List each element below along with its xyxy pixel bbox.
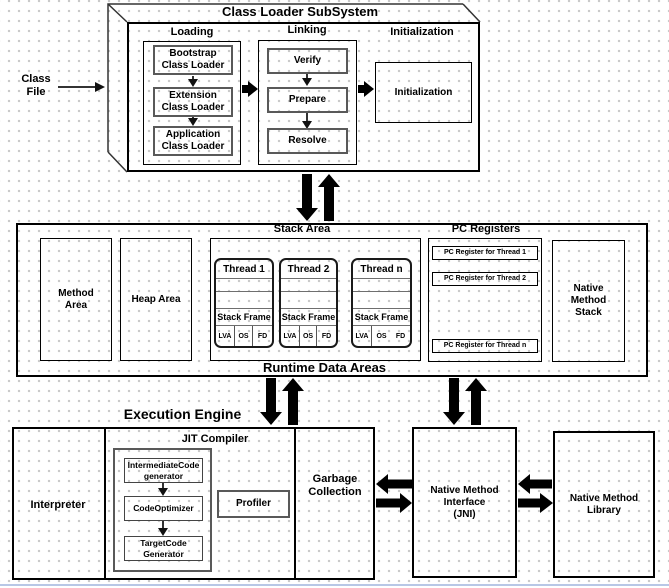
thread-2-frame-cells: LVA OS FD [281,326,336,346]
thread-2-stack-frame: Stack Frame [281,309,336,326]
thread-1-stack-frame: Stack Frame [216,309,272,326]
thread-n-title: Thread n [353,260,410,279]
arrow-classloader-down [296,174,318,221]
application-class-loader-box: Application Class Loader [153,126,233,156]
runtime-data-areas-box [16,223,648,377]
interpreter-label: Interpreter [30,499,86,511]
pc-registers-label: PC Registers [451,223,521,235]
initialization-box: Initialization [375,62,472,123]
prepare-box: Prepare [267,87,348,113]
arrow-runtime-to-jni-down [443,378,465,425]
arrow-gc-to-jni-right [376,493,412,513]
fd-cell: FD [321,332,332,340]
native-method-stack-box: Native Method Stack [552,240,625,362]
execution-divider-2 [294,427,296,580]
thread-n-empty-row [353,292,410,309]
native-method-library-box: Native Method Library [553,431,655,578]
thread-2-title: Thread 2 [281,260,336,279]
classloader-3d-edges [107,3,481,173]
execution-engine-box [12,427,375,580]
intermediate-code-generator-box: IntermediateCode generator [124,458,203,483]
thread-1-empty-row [216,292,272,309]
arrow-linking-to-initialization [358,81,374,97]
fd-cell: FD [395,332,406,340]
execution-engine-title: Execution Engine [123,406,242,422]
target-code-generator-box: TargetCode Generator [124,536,203,561]
thread-n-stack-frame: Stack Frame [353,309,410,326]
pc-register-thread-n: PC Register for Thread n [432,339,538,353]
extension-class-loader-box: Extension Class Loader [153,87,233,117]
runtime-data-areas-title: Runtime Data Areas [262,360,387,375]
os-cell: OS [300,326,317,346]
lva-cell: LVA [216,326,235,346]
heap-area-box: Heap Area [120,238,192,361]
thread-1-empty-row [216,279,272,292]
arrow-library-to-jni-left [518,474,552,494]
loading-group-box [143,41,241,165]
stack-area-label: Stack Area [273,223,331,235]
initialization-label: Initialization [390,26,454,38]
bottom-window-edge [0,584,669,586]
lva-cell: LVA [353,326,372,346]
thread-2-empty-row [281,292,336,309]
class-file-label: Class File [21,73,51,98]
linking-group-box [258,40,357,165]
lva-cell: LVA [281,326,300,346]
native-method-interface-box: Native Method Interface (JNI) [412,427,517,578]
pc-registers-box [428,238,542,362]
arrow-loading-to-linking [242,81,258,97]
method-area-box: Method Area [40,238,112,361]
garbage-collection-label: Garbage Collection [308,473,362,498]
stack-area-box [210,238,421,361]
fd-cell: FD [257,332,268,340]
thin-arrows [58,74,312,536]
arrow-jni-to-runtime-up [465,378,487,425]
os-cell: OS [235,326,253,346]
pc-register-thread-2: PC Register for Thread 2 [432,272,538,286]
code-optimizer-box: CodeOptimizer [124,496,203,521]
arrow-runtime-up [318,174,340,221]
jit-compiler-box [113,448,212,572]
thread-2-empty-row [281,279,336,292]
classloader-title: Class Loader SubSystem [221,4,379,19]
execution-divider-1 [104,427,106,580]
thread-2-box: Thread 2 Stack Frame LVA OS FD [279,258,338,348]
resolve-box: Resolve [267,128,348,154]
thread-1-title: Thread 1 [216,260,272,279]
loading-label: Loading [170,26,214,38]
classloader-front-face [127,22,480,172]
arrow-runtime-to-execution-down [260,378,282,425]
os-cell: OS [376,332,387,340]
thread-n-frame-cells: LVA OS FD [353,326,410,346]
arrow-execution-to-runtime-up [282,378,304,425]
thread-n-box: Thread n Stack Frame LVA OS FD [351,258,412,348]
linking-label: Linking [287,24,327,36]
thread-n-empty-row [353,279,410,292]
jit-compiler-label: JIT Compiler [181,433,249,445]
arrow-jni-to-gc-left [376,474,412,494]
thick-arrows [242,81,553,513]
arrow-jni-to-library-right [518,493,553,513]
pc-register-thread-1: PC Register for Thread 1 [432,246,538,260]
profiler-box: Profiler [217,490,290,518]
thread-1-box: Thread 1 Stack Frame LVA OS FD [214,258,274,348]
verify-box: Verify [267,48,348,74]
thread-1-frame-cells: LVA OS FD [216,326,272,346]
bootstrap-class-loader-box: Bootstrap Class Loader [153,45,233,75]
